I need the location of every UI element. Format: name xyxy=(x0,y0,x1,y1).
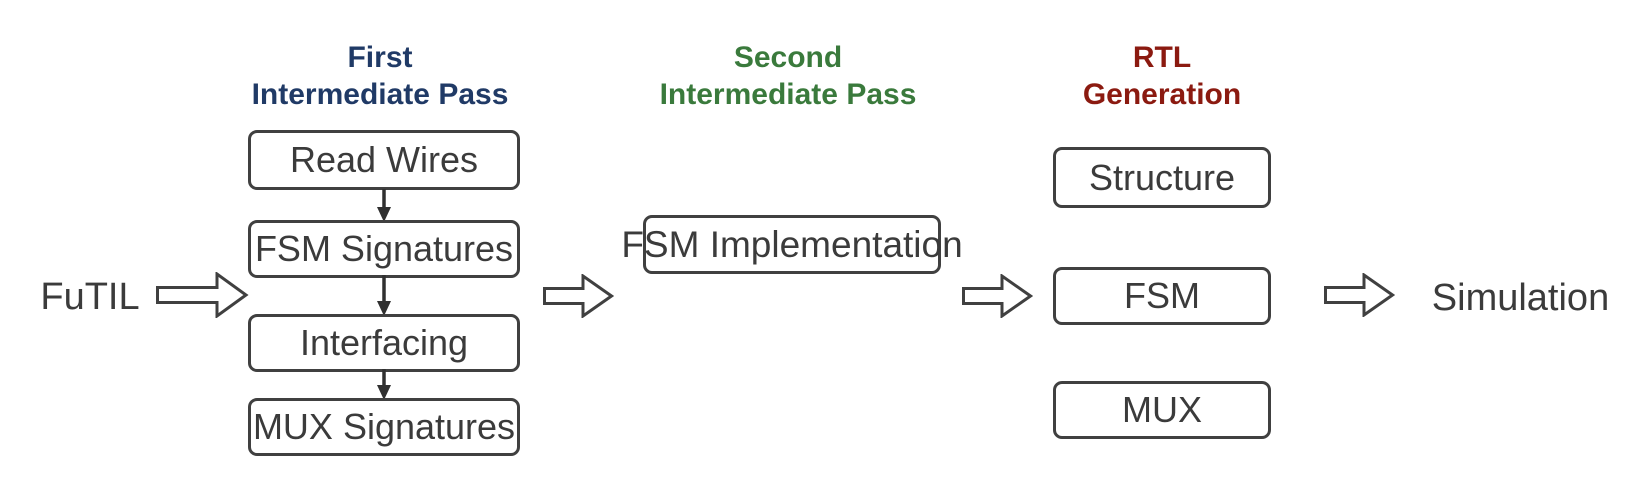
stage-title-line: Second xyxy=(733,41,843,74)
rtl-box-mux: MUX xyxy=(1053,381,1271,439)
step-connector-down-arrow-icon xyxy=(377,369,391,400)
flow-arrow-first-to-second-pass-icon xyxy=(543,274,614,318)
stage-title-second-intermediate-pass: Second Intermediate Pass xyxy=(638,39,938,113)
stage-title-line: Generation xyxy=(1082,78,1242,111)
stage-title-line: Intermediate Pass xyxy=(659,78,917,111)
pass1-box-fsm-signatures: FSM Signatures xyxy=(248,220,520,278)
flow-arrow-futil-to-first-pass-icon xyxy=(156,272,249,318)
rtl-box-structure: Structure xyxy=(1053,147,1271,208)
rtl-box-fsm: FSM xyxy=(1053,267,1271,325)
stage-title-line: Intermediate Pass xyxy=(251,78,509,111)
flow-arrow-rtl-to-simulation-icon xyxy=(1324,273,1395,317)
stage-title-first-intermediate-pass: First Intermediate Pass xyxy=(230,39,530,113)
stage-title-line: RTL xyxy=(1132,41,1192,74)
flow-arrow-second-pass-to-rtl-icon xyxy=(962,274,1033,318)
stage-title-line: First xyxy=(347,41,413,74)
stage-title-rtl-generation: RTL Generation xyxy=(1012,39,1312,113)
pass1-box-mux-signatures: MUX Signatures xyxy=(248,398,520,456)
pass1-box-read-wires: Read Wires xyxy=(248,130,520,190)
input-label-futil: FuTIL xyxy=(40,276,140,318)
pass2-box-fsm-implementation: FSM Implementation xyxy=(621,215,963,274)
step-connector-down-arrow-icon xyxy=(377,189,391,222)
step-connector-down-arrow-icon xyxy=(377,275,391,316)
output-label-simulation: Simulation xyxy=(1431,277,1610,319)
pass1-box-interfacing: Interfacing xyxy=(248,314,520,372)
